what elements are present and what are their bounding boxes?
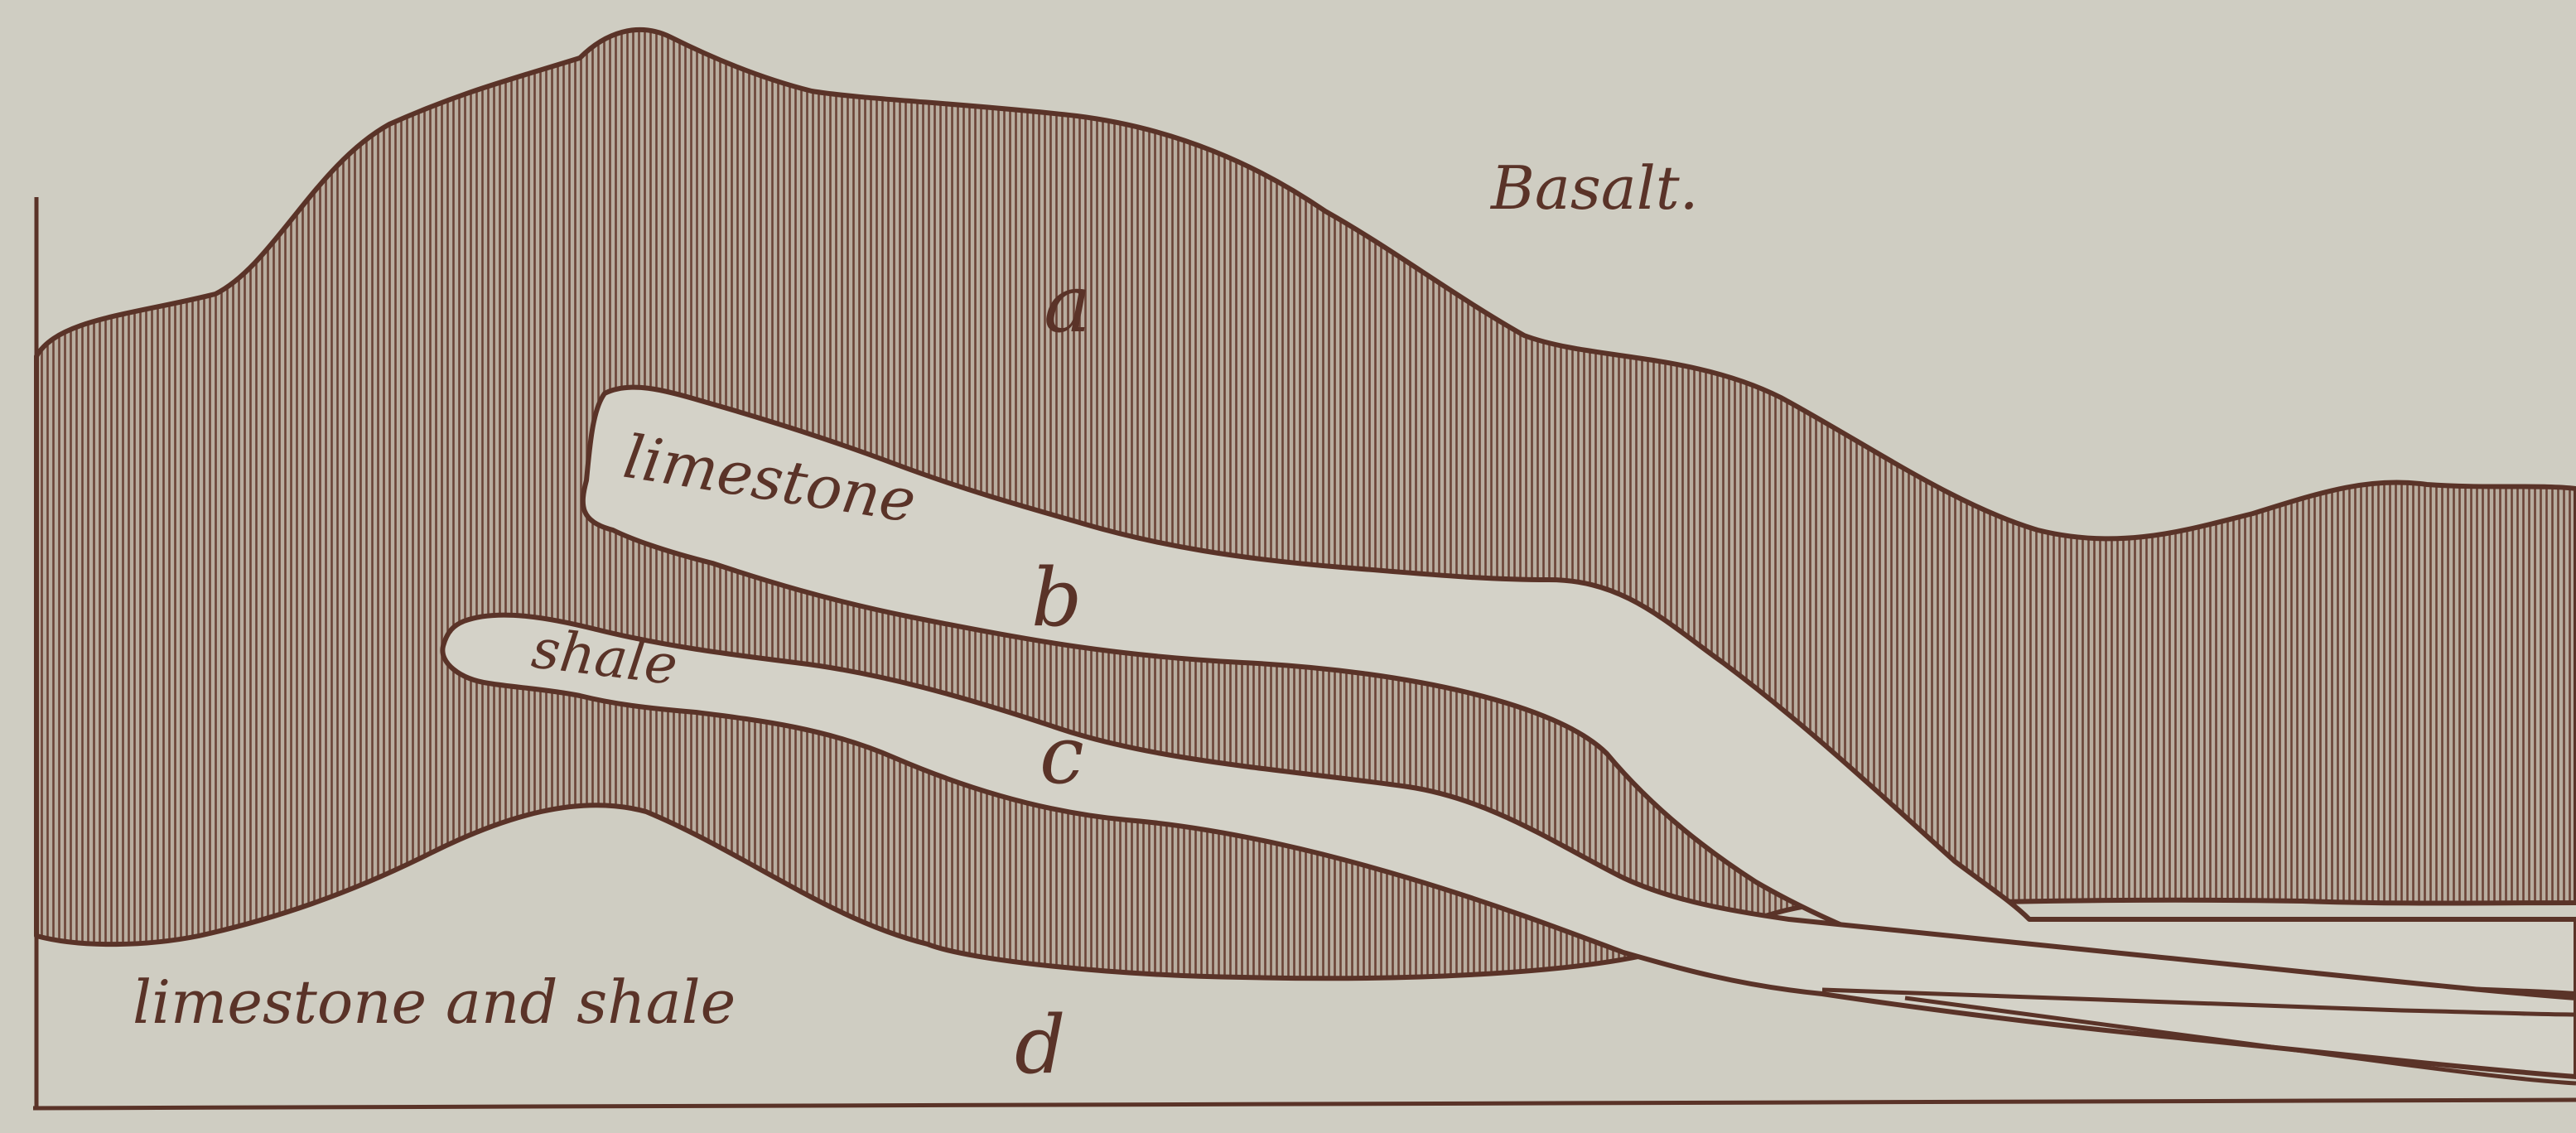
label-a: a	[1044, 258, 1091, 350]
label-b: b	[1031, 552, 1082, 644]
label-basalt: Basalt.	[1489, 153, 1699, 223]
label-c: c	[1040, 709, 1084, 802]
label-d: d	[1015, 999, 1065, 1092]
label-limestone-and-shale: limestone and shale	[133, 967, 736, 1037]
